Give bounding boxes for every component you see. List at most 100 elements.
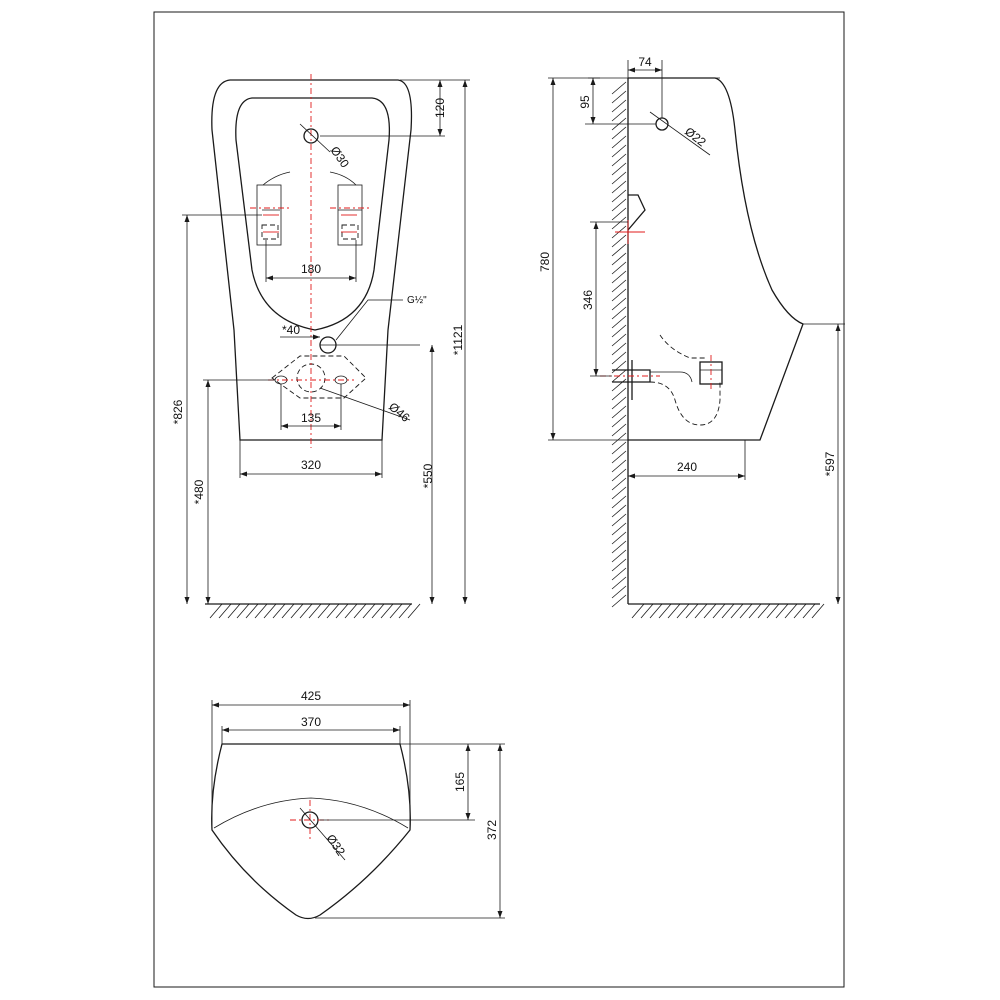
hatch-line: [611, 315, 627, 329]
hatch-line: [611, 306, 627, 320]
hatch-line: [611, 90, 627, 104]
hatch-line: [766, 603, 780, 619]
hatch-line: [611, 396, 627, 410]
hatch-line: [611, 324, 627, 338]
dim-95-label: 95: [578, 95, 592, 109]
hatch-line: [611, 423, 627, 437]
hatch-line: [611, 288, 627, 302]
hatch-line: [611, 189, 627, 203]
hatch-line: [611, 504, 627, 518]
hatch-line: [611, 333, 627, 347]
hatch-line: [611, 558, 627, 572]
hatch-line: [611, 126, 627, 140]
dim-40-label: *40: [282, 323, 300, 337]
dim-597-label: *597: [823, 451, 837, 476]
hatch-line: [308, 603, 322, 619]
hatch-line: [748, 603, 762, 619]
hatch-line: [611, 351, 627, 365]
hatch-line: [712, 603, 726, 619]
hatch-line: [290, 603, 304, 619]
hatch-line: [218, 603, 232, 619]
hatch-line: [380, 603, 394, 619]
hatch-line: [611, 513, 627, 527]
hatch-line: [611, 180, 627, 194]
side-wall-hatch: [611, 81, 825, 619]
hatch-line: [676, 603, 690, 619]
hatch-line: [611, 297, 627, 311]
front-floor-hatch: [209, 603, 421, 619]
hatch-line: [611, 531, 627, 545]
hatch-line: [631, 603, 645, 619]
hatch-line: [802, 603, 816, 619]
hatch-line: [611, 486, 627, 500]
dim-74-label: 74: [638, 55, 652, 69]
side-view: 74 95 Ø22 780 346 240 *597: [538, 55, 845, 619]
hatch-line: [730, 603, 744, 619]
hatch-line: [793, 603, 807, 619]
hatch-line: [362, 603, 376, 619]
dim-425-label: 425: [301, 689, 321, 703]
hatch-line: [611, 468, 627, 482]
hatch-line: [281, 603, 295, 619]
hatch-line: [611, 378, 627, 392]
dim-180-label: 180: [301, 262, 321, 276]
hatch-line: [611, 459, 627, 473]
hatch-line: [611, 144, 627, 158]
hatch-line: [611, 99, 627, 113]
dim-480-label: *480: [192, 479, 206, 504]
hatch-line: [775, 603, 789, 619]
hatch-line: [398, 603, 412, 619]
dim-1121-label: *1121: [451, 324, 465, 355]
hatch-line: [227, 603, 241, 619]
hatch-line: [344, 603, 358, 619]
top-view: 425 370 165 372 Ø32: [211, 689, 505, 920]
hatch-line: [721, 603, 735, 619]
dim-780-label: 780: [538, 252, 552, 272]
dim-240-label: 240: [677, 460, 697, 474]
hatch-line: [757, 603, 771, 619]
hatch-line: [389, 603, 403, 619]
hatch-line: [611, 198, 627, 212]
hatch-line: [611, 567, 627, 581]
hatch-line: [611, 549, 627, 563]
dim-320-label: 320: [301, 458, 321, 472]
hatch-line: [209, 603, 223, 619]
hatch-line: [611, 207, 627, 221]
hatch-line: [611, 405, 627, 419]
hatch-line: [254, 603, 268, 619]
dim-370-label: 370: [301, 715, 321, 729]
dim-g-half-label: G½": [407, 295, 427, 306]
dim-135-label: 135: [301, 411, 321, 425]
front-view: 120 Ø30 180 G½" *40 135 Ø46 320 *826: [171, 74, 470, 619]
dim-372-label: 372: [485, 820, 499, 840]
hatch-line: [611, 576, 627, 590]
hatch-line: [611, 153, 627, 167]
hatch-line: [236, 603, 250, 619]
dim-165-label: 165: [453, 772, 467, 792]
hatch-line: [611, 585, 627, 599]
hatch-line: [703, 603, 717, 619]
hatch-line: [335, 603, 349, 619]
dim-346-label: 346: [581, 290, 595, 310]
hatch-line: [611, 450, 627, 464]
dim-550-label: *550: [421, 463, 435, 488]
dim-d32-label: Ø32: [324, 832, 349, 859]
hatch-line: [694, 603, 708, 619]
dim-d22-label: Ø22: [682, 124, 709, 149]
hatch-line: [811, 603, 825, 619]
dim-826-label: *826: [171, 399, 185, 424]
hatch-line: [371, 603, 385, 619]
hatch-line: [611, 171, 627, 185]
hatch-line: [611, 216, 627, 230]
hatch-line: [611, 261, 627, 275]
hatch-line: [272, 603, 286, 619]
drawing-frame: [153, 11, 845, 988]
hatch-line: [611, 162, 627, 176]
hatch-line: [611, 243, 627, 257]
hatch-line: [611, 81, 627, 95]
hatch-line: [299, 603, 313, 619]
hatch-line: [611, 279, 627, 293]
hatch-line: [611, 540, 627, 554]
hatch-line: [611, 360, 627, 374]
hatch-line: [263, 603, 277, 619]
